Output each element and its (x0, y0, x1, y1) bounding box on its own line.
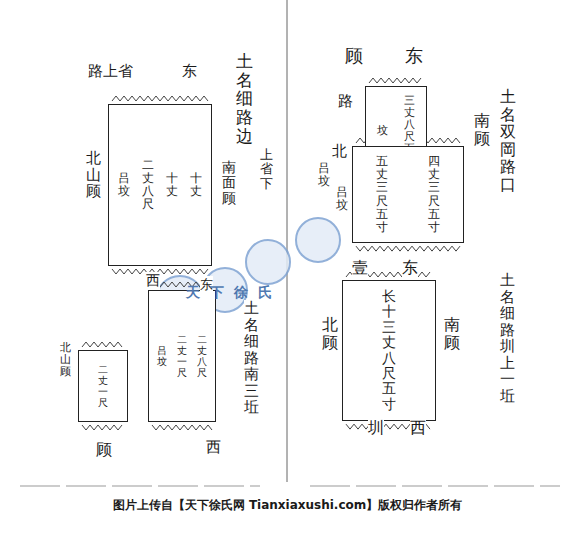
grave-plot: 十丈十丈二丈八尺吕坟 (108, 104, 212, 266)
caption: 图片上传自【天下徐氏网 Tianxiaxushi.com】版权归作者所有 (0, 497, 575, 514)
plot-measure: 二丈八尺 (142, 159, 154, 212)
map-note: 东 (182, 62, 197, 81)
grave-plot: 四丈三尺五寸 五丈三尺五寸 (352, 146, 464, 243)
map-note: 西 (410, 418, 426, 439)
plot-measure: 十丈 (190, 172, 202, 198)
hill-mark (112, 269, 208, 274)
map-note: 壹 (352, 258, 368, 279)
plot-measure: 长十三丈八尺五寸 (382, 289, 396, 412)
plot-measure: 吕坟 (118, 172, 130, 198)
hill-mark (82, 425, 122, 430)
hill-mark (356, 246, 460, 251)
page-edge (20, 486, 260, 487)
map-note: 土名细路南三坵 (244, 300, 259, 416)
watermark: 天下徐氏 (186, 284, 282, 302)
map-note: 东 (405, 44, 423, 68)
hill-mark (369, 78, 421, 83)
plot-measure: 吕坟 (157, 345, 167, 367)
map-note: 南顾 (444, 316, 460, 351)
grave-plot: 二丈八尺二丈一尺吕坟 (148, 290, 216, 422)
map-note: 土名双岡路口 (500, 88, 516, 194)
hill-mark (112, 96, 208, 101)
hill-mark (152, 425, 212, 430)
plot-measure: 四丈三尺五寸 (428, 155, 440, 234)
map-note: 圳 (368, 418, 384, 439)
map-note: 路 (338, 92, 353, 111)
map-note: 吕坟 (336, 186, 348, 212)
plot-measure: 坟 (377, 125, 388, 137)
plot-measure: 二丈一尺 (98, 364, 108, 408)
map-note: 上省下 (260, 148, 273, 191)
grave-plot: 二丈一尺 (78, 350, 128, 422)
map-note: 南顾 (474, 112, 490, 147)
map-note: 南面顾 (222, 160, 236, 206)
hill-mark (82, 342, 122, 347)
map-note: 东 (402, 258, 418, 279)
map-note: 土名细路边 (236, 52, 253, 145)
map-note: 路上省 (88, 62, 133, 81)
plot-measure: 二丈一尺 (177, 334, 187, 378)
map-note: 北山顾 (60, 342, 71, 378)
page-edge (310, 486, 560, 487)
map-note: 西 (206, 438, 221, 457)
grave-plot: 长十三丈八尺五寸 (342, 280, 436, 421)
plot-measure: 五丈三尺五寸 (376, 155, 388, 234)
map-note: 顾 (345, 44, 363, 68)
map-note: 西 (146, 272, 160, 290)
plot-measure: 二丈八尺 (197, 334, 207, 378)
map-note: 北顾 (322, 316, 338, 351)
map-note: 吕坟 (318, 162, 330, 188)
map-note: 北山顾 (86, 150, 101, 200)
map-note: 顾 (96, 440, 112, 461)
page-fold (287, 0, 288, 482)
map-note: 土名细路圳上一坵 (500, 272, 515, 404)
map-note: 北 (332, 142, 347, 161)
plot-measure: 十丈 (166, 172, 178, 198)
